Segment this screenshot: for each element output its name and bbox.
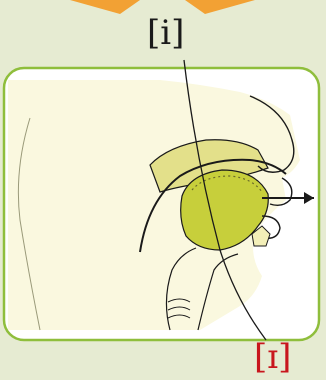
vowel-label-i: [i] [147,16,184,50]
top-banner-right [185,0,255,14]
vowel-label-small-capital-i: [ɪ] [254,340,291,374]
top-banner-left [70,0,140,14]
